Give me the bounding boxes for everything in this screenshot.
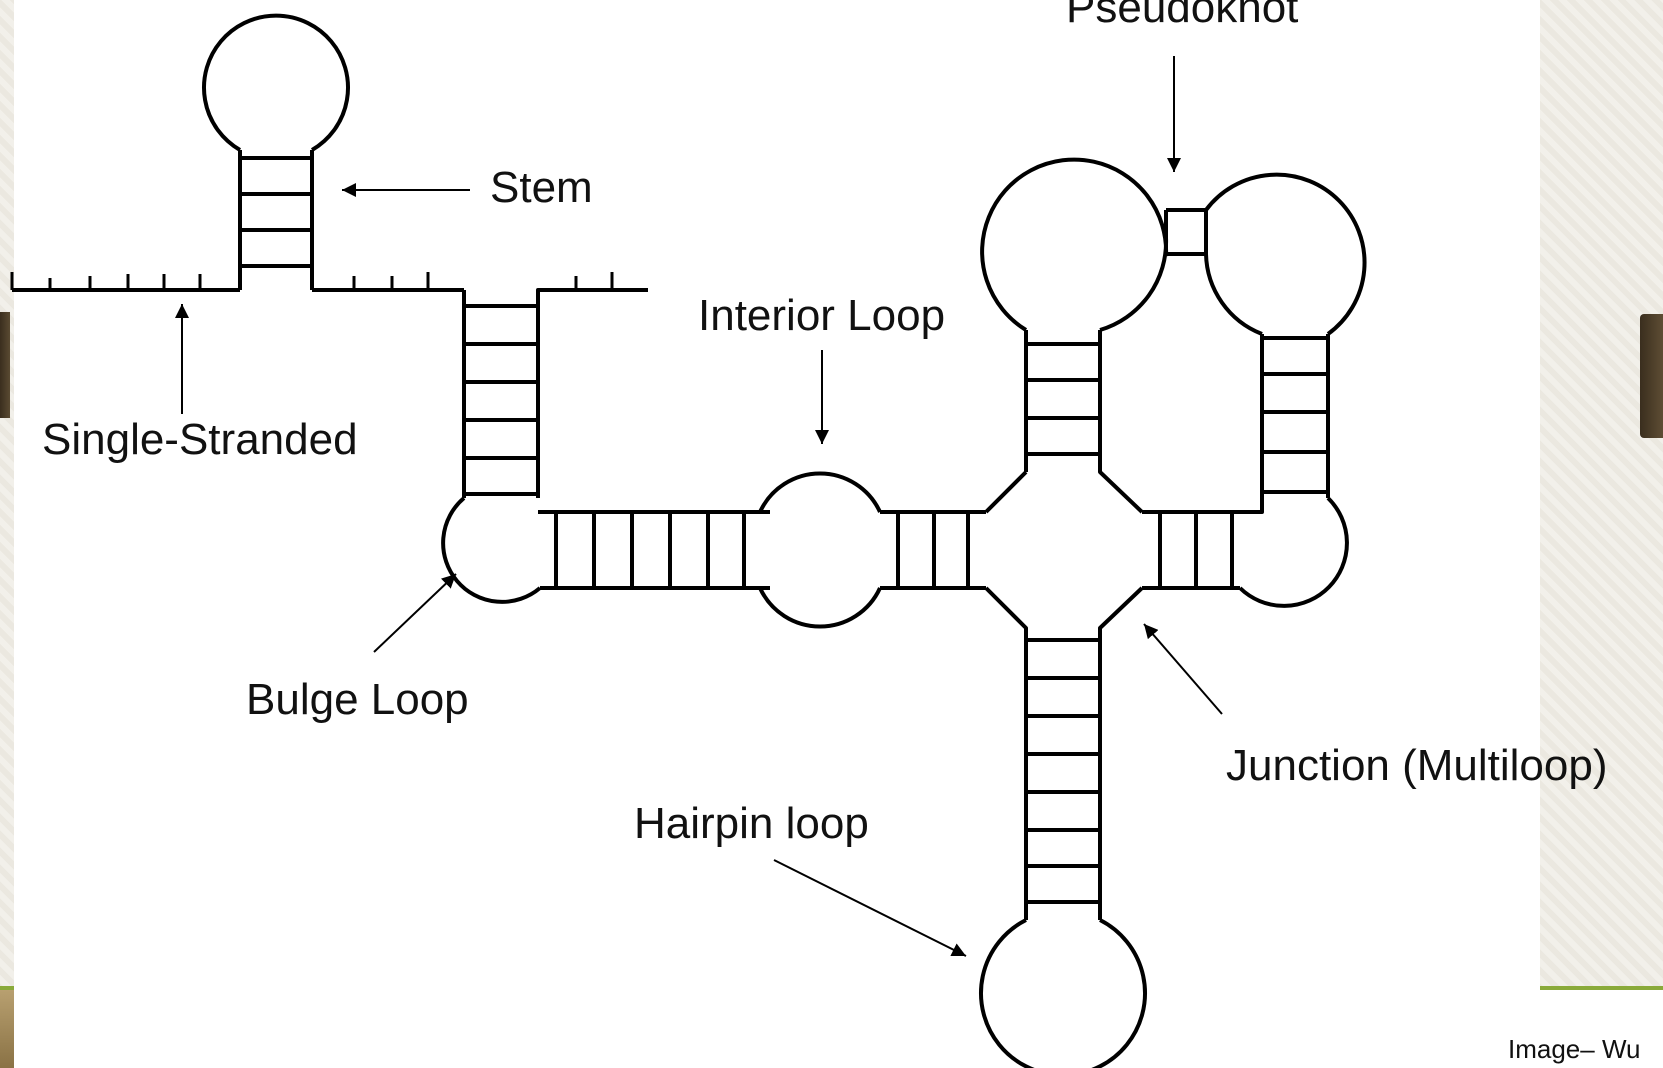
label-single-stranded: Single-Stranded xyxy=(42,415,358,464)
horizontal-stem-left xyxy=(538,510,770,590)
right-green-rule xyxy=(1540,986,1663,990)
right-decorative-tab xyxy=(1640,314,1663,438)
pseudoknot-loop-left xyxy=(980,157,1169,332)
hairpin-loop-bottom xyxy=(979,918,1147,1068)
right-side-loop xyxy=(1142,496,1349,608)
stem-top-left xyxy=(238,150,314,290)
horizontal-stem-middle-base-pairs xyxy=(896,512,970,588)
junction-arrow xyxy=(1143,623,1223,715)
image-credit: Image– Wu xyxy=(1508,1034,1641,1064)
lower-vertical-stem xyxy=(1024,640,1102,920)
left-decorative-tab xyxy=(0,312,10,418)
label-bulge-loop: Bulge Loop xyxy=(246,675,469,724)
label-junction-multiloop: Junction (Multiloop) xyxy=(1226,741,1608,790)
interior-loop-top xyxy=(758,471,882,513)
label-pseudoknot: Pseudoknot xyxy=(1066,0,1299,32)
label-interior-loop: Interior Loop xyxy=(698,291,946,340)
diagram-canvas xyxy=(14,0,1540,1068)
hairpin-loop-arrow xyxy=(773,859,967,957)
single-strand-ticks-right xyxy=(574,272,614,290)
pseudoknot-loop-right xyxy=(1204,172,1367,336)
stem-vertical-left xyxy=(462,288,648,498)
hairpin-loop-top xyxy=(202,13,350,152)
right-background-texture xyxy=(1540,0,1663,1068)
bulge-loop-arrow xyxy=(373,573,457,653)
bulge-loop xyxy=(441,496,542,604)
left-background-texture xyxy=(0,0,14,1068)
junction-multiloop xyxy=(984,330,1144,640)
interior-loop-bottom xyxy=(758,587,882,629)
right-vertical-stem-base-pairs xyxy=(1262,336,1328,494)
pseudoknot-pairing xyxy=(1164,208,1208,256)
horizontal-stem-right-base-pairs xyxy=(1158,512,1234,588)
horizontal-stem-left-base-pairs xyxy=(554,512,746,588)
stem-top-left-base-pairs xyxy=(240,156,312,268)
lower-vertical-stem-base-pairs xyxy=(1026,638,1100,904)
single-strand-ticks-middle xyxy=(352,272,430,290)
upper-middle-stem-base-pairs xyxy=(1026,342,1100,456)
left-green-rule xyxy=(0,986,14,990)
label-hairpin-loop: Hairpin loop xyxy=(634,799,869,848)
right-vertical-stem xyxy=(1260,334,1330,498)
right-bottom-panel xyxy=(1540,990,1663,1068)
stem-vertical-left-base-pairs xyxy=(464,304,538,496)
label-stem: Stem xyxy=(490,163,593,212)
left-bottom-bar xyxy=(0,990,14,1068)
single-strand-ticks-left xyxy=(10,272,202,290)
